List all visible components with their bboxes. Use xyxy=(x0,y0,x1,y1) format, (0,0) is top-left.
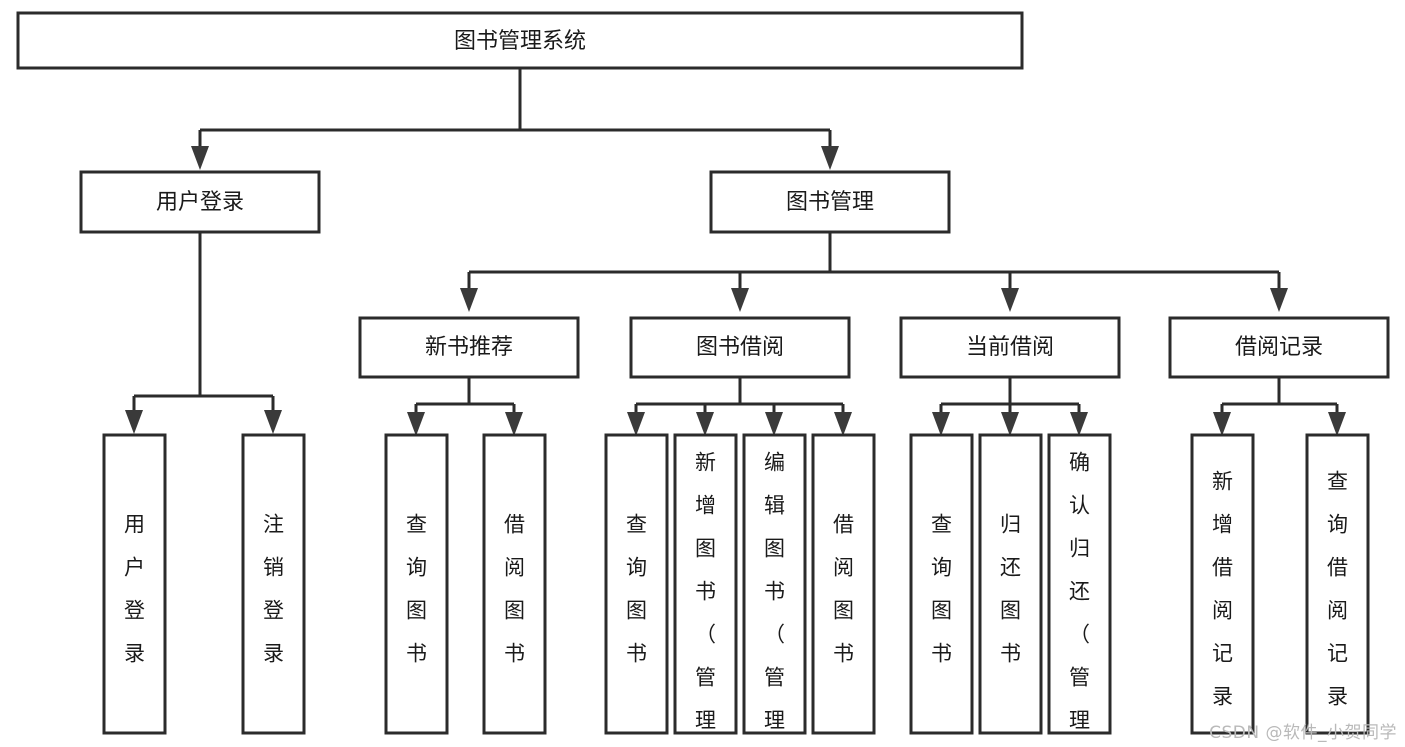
leaf-query-book-1[interactable] xyxy=(384,433,449,735)
node-borrow-record-label: 借阅记录 xyxy=(1235,335,1323,360)
arrow-current-borrow-children xyxy=(932,412,1088,436)
leaf-add-book[interactable] xyxy=(673,433,738,735)
leaf-query-book-2-label: 查询图书 xyxy=(626,513,647,666)
arrow-borrow-record-children xyxy=(1213,412,1346,436)
arrow-user-login-children xyxy=(125,410,282,434)
leaf-return-book[interactable] xyxy=(978,433,1043,735)
node-book-manage[interactable]: 图书管理 xyxy=(709,170,951,234)
leaf-logout[interactable] xyxy=(241,433,306,735)
leaf-borrow-book-1[interactable] xyxy=(482,433,547,735)
leaf-add-record[interactable] xyxy=(1190,433,1255,735)
leaf-query-book-3-label: 查询图书 xyxy=(931,513,952,666)
node-book-borrow[interactable]: 图书借阅 xyxy=(629,316,851,379)
node-borrow-record[interactable]: 借阅记录 xyxy=(1168,316,1390,379)
leaf-query-record-label: 查询借阅记录 xyxy=(1327,470,1348,709)
node-user-login-label: 用户登录 xyxy=(156,190,244,215)
leaf-query-book-3[interactable] xyxy=(909,433,974,735)
watermark-text: CSDN @软件_小贺同学 xyxy=(1209,723,1397,743)
leaf-user-login-label: 用户登录 xyxy=(124,513,145,666)
leaf-confirm-return-label: 确认归还（管理员） xyxy=(1069,450,1090,747)
leaf-borrow-book-1-label: 借阅图书 xyxy=(504,513,525,666)
leaf-add-record-label: 新增借阅记录 xyxy=(1212,470,1233,709)
arrow-book-borrow-children xyxy=(627,412,852,436)
connector-group-book-manage xyxy=(467,232,1281,290)
node-current-borrow-label: 当前借阅 xyxy=(966,335,1054,360)
connector-group-borrow-record xyxy=(1220,377,1339,414)
leaf-edit-book-label: 编辑图书（管理员） xyxy=(764,450,785,747)
node-new-book-recommend-label: 新书推荐 xyxy=(425,335,513,360)
leaf-query-book-2[interactable] xyxy=(604,433,669,735)
node-new-book-recommend[interactable]: 新书推荐 xyxy=(358,316,580,379)
leaf-add-book-label: 新增图书（管理员） xyxy=(695,450,716,747)
connector-group-new-book-recommend xyxy=(414,377,516,414)
arrow-book-manage-children xyxy=(460,288,1288,312)
connector-group-current-borrow xyxy=(939,377,1081,414)
node-book-manage-label: 图书管理 xyxy=(786,190,874,215)
node-current-borrow[interactable]: 当前借阅 xyxy=(899,316,1121,379)
leaf-query-book-1-label: 查询图书 xyxy=(406,513,427,666)
leaf-logout-label: 注销登录 xyxy=(263,513,284,666)
connector-group-root xyxy=(198,68,832,148)
connector-group-book-borrow xyxy=(634,377,845,414)
leaf-borrow-book-2[interactable] xyxy=(811,433,876,735)
node-root-label: 图书管理系统 xyxy=(454,29,586,54)
leaf-edit-book[interactable] xyxy=(742,433,807,735)
arrow-root-to-user-login xyxy=(191,146,209,170)
arrow-new-book-recommend-children xyxy=(407,412,523,436)
leaf-query-record[interactable] xyxy=(1305,433,1370,735)
node-root[interactable]: 图书管理系统 xyxy=(16,11,1024,70)
node-book-borrow-label: 图书借阅 xyxy=(696,335,784,360)
leaf-confirm-return[interactable] xyxy=(1047,433,1112,735)
node-user-login[interactable]: 用户登录 xyxy=(79,170,321,234)
arrow-root-to-book-manage xyxy=(821,146,839,170)
leaf-return-book-label: 归还图书 xyxy=(1000,513,1021,666)
connector-group-user-login xyxy=(132,232,275,412)
leaf-label-layer: 用户登录 注销登录 查询图书 借阅图书 查询图书 新增图书（管理员） 编辑图书（管理员） 借阅… xyxy=(124,450,1348,747)
leaf-borrow-book-2-label: 借阅图书 xyxy=(833,513,854,666)
leaf-user-login[interactable] xyxy=(102,433,167,735)
